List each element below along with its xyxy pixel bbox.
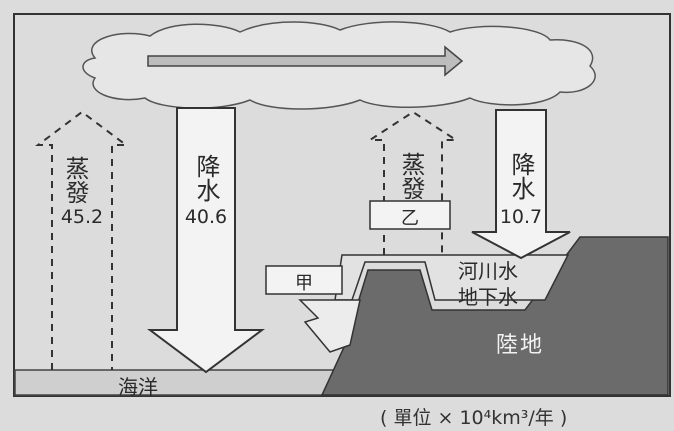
runoff-box-label: 甲 bbox=[295, 273, 313, 294]
ocean bbox=[14, 369, 346, 396]
label-box-runoff bbox=[265, 265, 343, 295]
evaporation-land-label: 蒸發 bbox=[397, 152, 425, 200]
label-box-evaporation bbox=[369, 200, 451, 230]
diagram-frame bbox=[13, 13, 671, 397]
surface-water-label: 河川水 bbox=[458, 259, 518, 283]
groundwater-label: 地下水 bbox=[458, 285, 518, 309]
precipitation-land-value: 10.7 bbox=[499, 206, 543, 228]
precipitation-ocean-value: 40.6 bbox=[184, 206, 228, 228]
unit-caption: ( 單位 × 10⁴km³/年 ) bbox=[380, 407, 568, 429]
evaporation-ocean-value: 45.2 bbox=[60, 206, 104, 228]
ocean-label: 海洋 bbox=[118, 375, 158, 399]
precipitation-ocean-label: 降水 bbox=[192, 154, 220, 202]
precipitation-arrow-land bbox=[471, 109, 571, 260]
runoff-arrow bbox=[298, 299, 361, 353]
wind-arrow bbox=[147, 45, 464, 77]
evaporation-arrow-ocean bbox=[35, 110, 129, 370]
precipitation-arrow-ocean bbox=[147, 107, 265, 374]
precipitation-land-label: 降水 bbox=[507, 152, 535, 200]
evaporation-land-box-label: 乙 bbox=[401, 208, 419, 229]
land-label: 陸地 bbox=[495, 333, 544, 358]
evaporation-ocean-label: 蒸發 bbox=[61, 156, 89, 204]
